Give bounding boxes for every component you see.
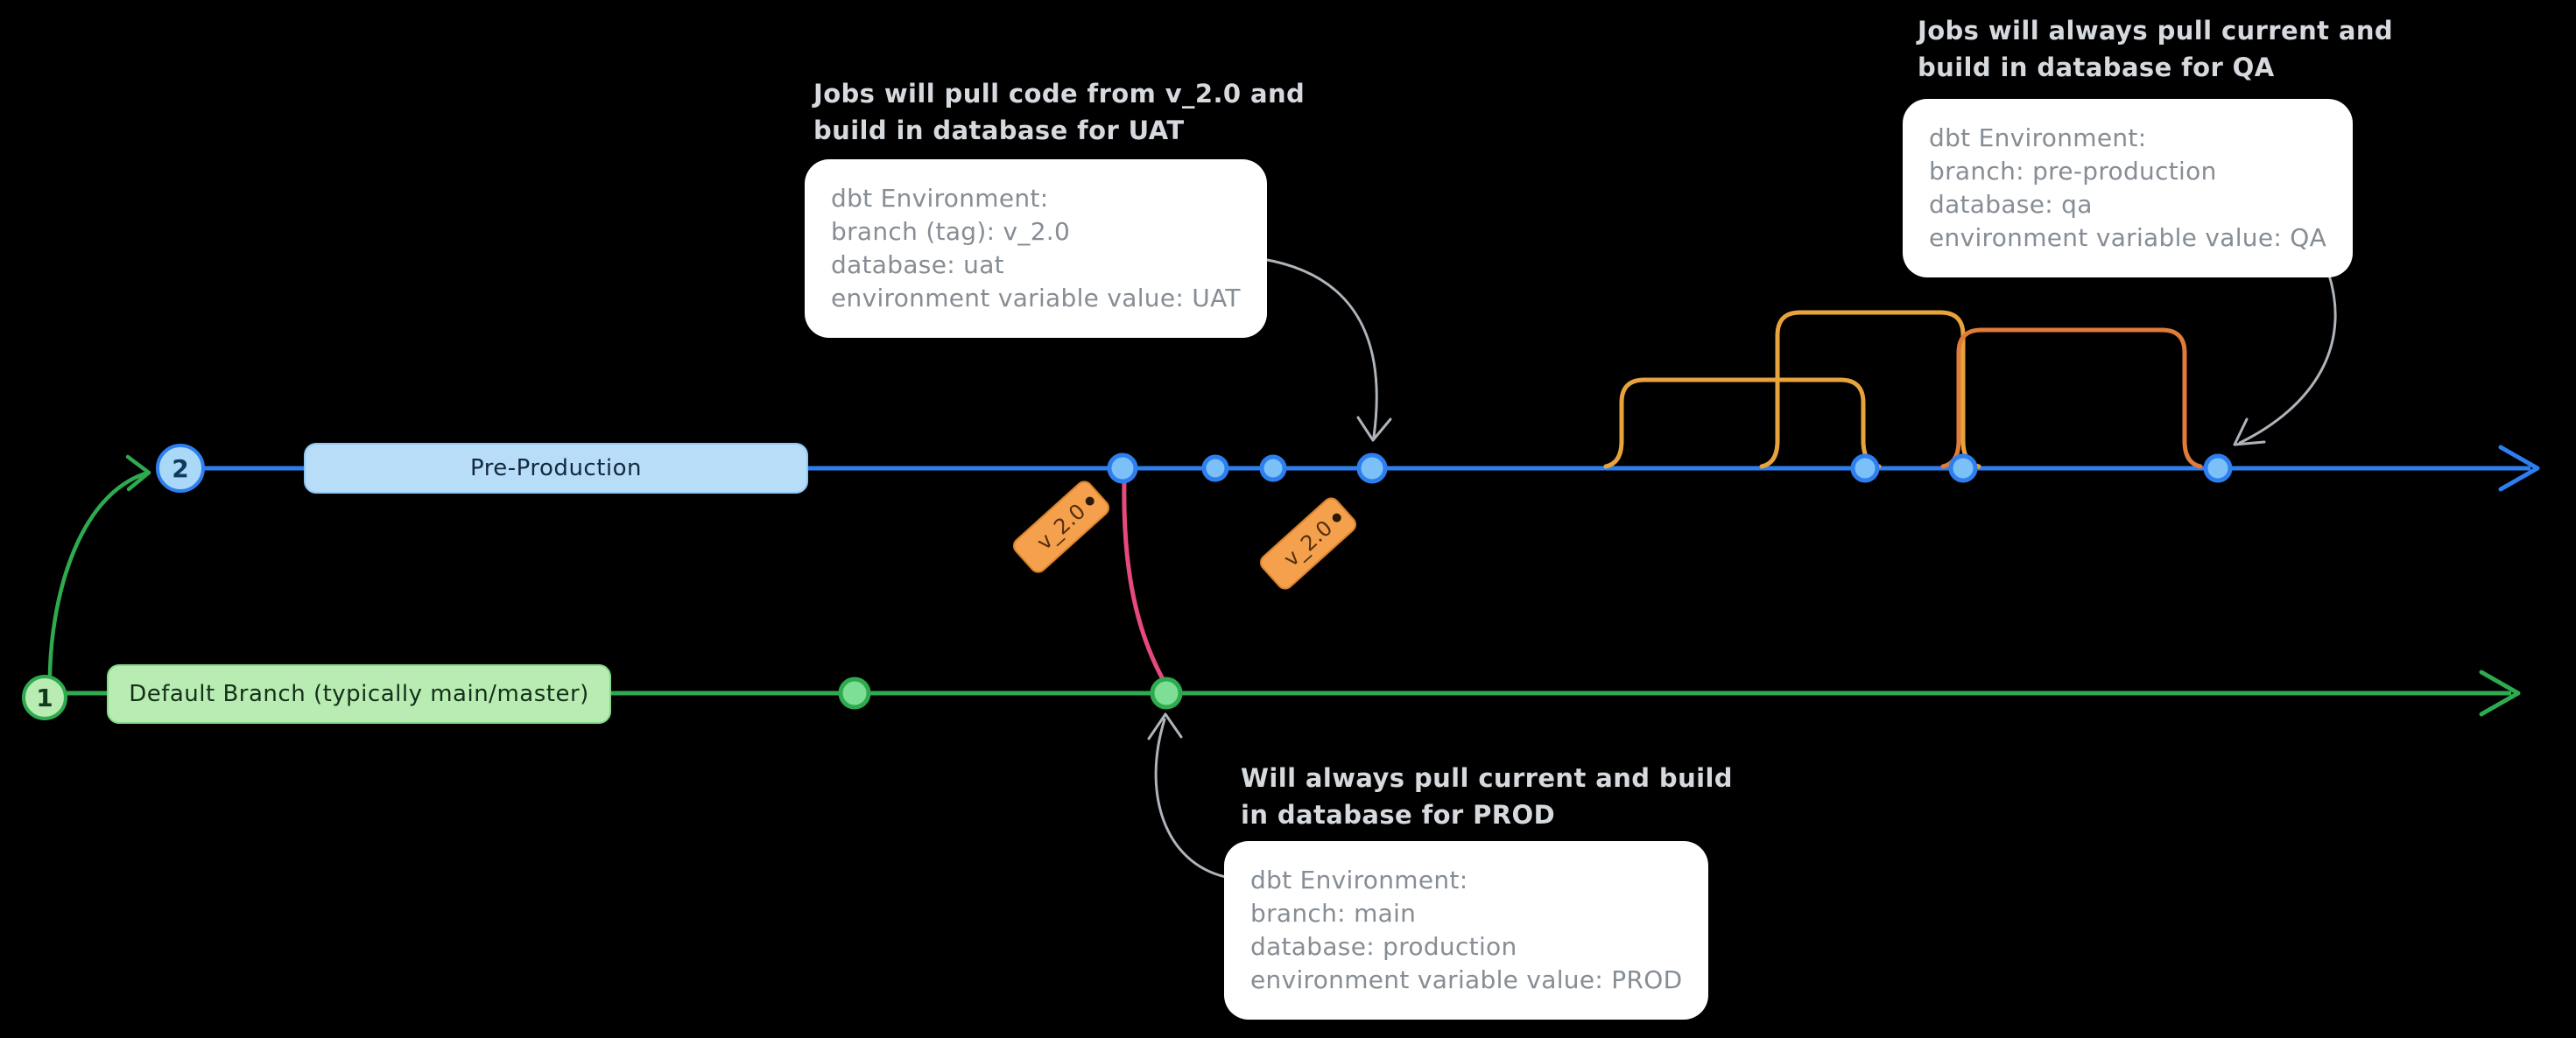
qa-bubble-line: dbt Environment: — [1929, 123, 2147, 152]
branch-creation-arrowhead-icon — [125, 454, 151, 492]
uat-bubble-line: database: uat — [831, 250, 1004, 279]
qa-bubble-line: branch: pre-production — [1929, 157, 2217, 186]
branch-node-1: 1 — [22, 675, 67, 720]
prod-bubble-line: database: production — [1250, 932, 1517, 961]
commit-dot-preprod — [1201, 454, 1229, 482]
default-branch-label-text: Default Branch (typically main/master) — [129, 681, 589, 707]
default-branch-label: Default Branch (typically main/master) — [107, 664, 611, 724]
prod-bubble-line: dbt Environment: — [1250, 866, 1468, 894]
qa-heading-line2: build in database for QA — [1918, 53, 2275, 82]
preprod-branch-arrowhead-icon — [2498, 445, 2540, 492]
commit-dot-preprod — [1850, 453, 1880, 483]
merge-curve — [1122, 477, 1165, 682]
uat-bubble-line: environment variable value: UAT — [831, 284, 1241, 312]
prod-heading-line2: in database for PROD — [1241, 800, 1556, 830]
qa-heading-line1: Jobs will always pull current and — [1918, 16, 2394, 46]
default-branch-arrowhead-icon — [2479, 670, 2521, 717]
qa-bubble: dbt Environment: branch: pre-production … — [1903, 99, 2354, 277]
commit-dot-main — [1150, 677, 1183, 710]
commit-dot-preprod — [2203, 453, 2233, 483]
uat-heading-line2: build in database for UAT — [813, 116, 1185, 145]
prod-bubble: dbt Environment: branch: main database: … — [1224, 841, 1709, 1020]
uat-bubble-line: branch (tag): v_2.0 — [831, 217, 1071, 246]
branch-node-2: 2 — [156, 444, 205, 493]
prod-bubble-line: environment variable value: PROD — [1250, 965, 1683, 994]
tag-hole-icon — [1083, 494, 1096, 508]
prod-heading-line1: Will always pull current and build — [1241, 763, 1733, 793]
qa-bubble-line: database: qa — [1929, 190, 2093, 219]
qa-heading: Jobs will always pull current and build … — [1918, 12, 2393, 86]
branch-node-2-number: 2 — [172, 453, 189, 483]
prod-bubble-line: branch: main — [1250, 899, 1417, 928]
qa-bubble-line: environment variable value: QA — [1929, 223, 2327, 252]
annotation-arrow-uat — [1261, 257, 1378, 438]
job-run-arc-3 — [1940, 327, 2203, 469]
branch-creation-curve — [47, 471, 148, 678]
preprod-branch-label-text: Pre-Production — [469, 455, 643, 481]
annotation-arrowhead-prod-icon — [1147, 712, 1183, 740]
commit-dot-preprod — [1107, 452, 1138, 484]
tag-hole-icon — [1330, 511, 1343, 524]
job-run-arc-2 — [1759, 310, 1981, 469]
uat-bubble-line: dbt Environment: — [831, 184, 1049, 213]
annotation-arrowhead-qa-icon — [2233, 417, 2266, 446]
commit-dot-preprod — [1948, 453, 1978, 483]
prod-heading: Will always pull current and build in da… — [1241, 760, 1733, 833]
annotation-arrowhead-uat-icon — [1356, 416, 1392, 442]
preprod-branch-label: Pre-Production — [304, 443, 808, 494]
uat-bubble: dbt Environment: branch (tag): v_2.0 dat… — [805, 159, 1267, 338]
branch-node-1-number: 1 — [36, 683, 53, 712]
commit-dot-preprod — [1356, 452, 1388, 484]
uat-heading-line1: Jobs will pull code from v_2.0 and — [813, 79, 1306, 109]
job-run-arc-1 — [1603, 377, 1882, 469]
annotation-arrow-qa — [2238, 261, 2337, 445]
uat-heading: Jobs will pull code from v_2.0 and build… — [813, 75, 1305, 149]
annotation-arrow-prod — [1154, 718, 1228, 879]
commit-dot-preprod — [1259, 454, 1287, 482]
commit-dot-main — [838, 677, 871, 710]
